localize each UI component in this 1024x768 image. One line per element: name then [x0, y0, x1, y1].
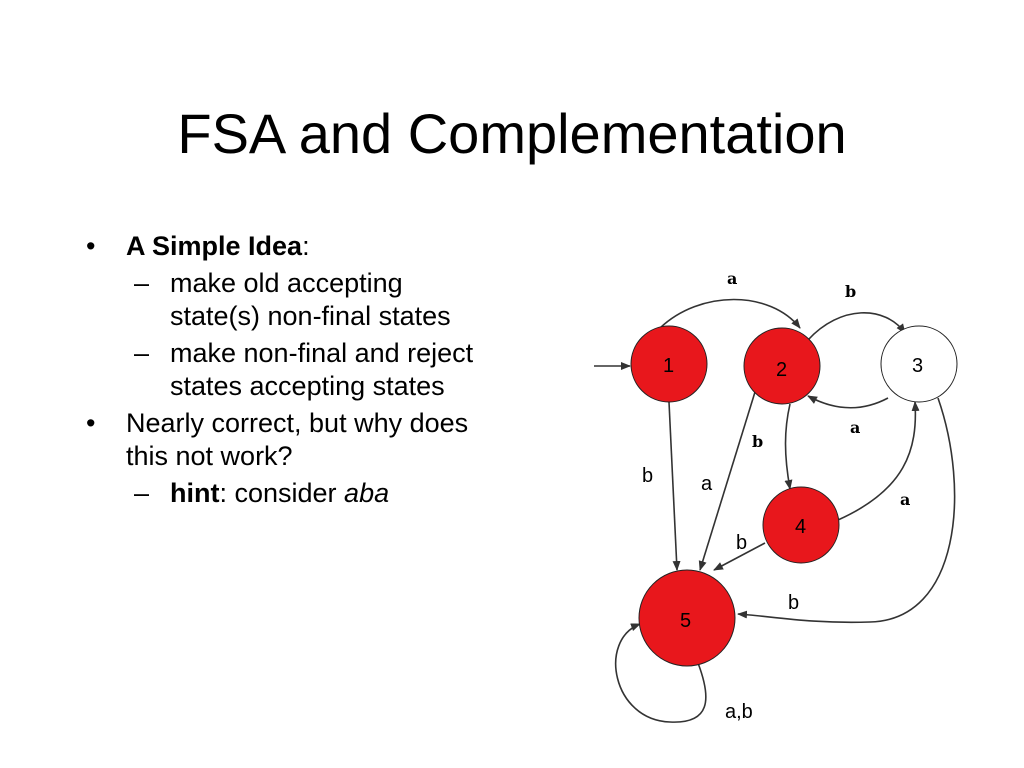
state-4-circle — [762, 486, 840, 564]
edge-1-5 — [668, 401, 681, 571]
edge-4-5 — [713, 542, 766, 571]
bullet-text: Nearly correct, but why does this not wo… — [126, 408, 469, 471]
edge-label-2-5: a — [701, 473, 713, 495]
bullet-heading: A Simple Idea — [126, 231, 303, 261]
state-3-circle — [880, 325, 958, 403]
hint-text: : consider — [219, 478, 345, 508]
sub-bullet-text: make non-final and reject states accepti… — [170, 338, 474, 401]
edge-3-2 — [807, 395, 889, 409]
sub-bullet-hint: – hint: consider aba — [84, 477, 494, 510]
state-2-circle — [743, 327, 821, 405]
sub-bullet-text: make old accepting state(s) non-final st… — [170, 268, 451, 331]
dash-marker: – — [134, 338, 150, 368]
edge-label-4-5: b — [736, 532, 747, 554]
dash-marker: – — [134, 478, 150, 508]
edge-1-2 — [659, 298, 801, 329]
edge-label-4-3: a — [900, 490, 910, 509]
state-5-circle — [638, 569, 736, 667]
edge-5-5 — [615, 623, 707, 723]
edge-2-3 — [807, 312, 906, 341]
bullet-marker: • — [86, 231, 96, 261]
edge-label-2-4: b — [752, 432, 763, 451]
sub-bullet-accepting: – make old accepting state(s) non-final … — [84, 267, 494, 333]
state-2-label: 2 — [776, 359, 787, 381]
bullet-list: • A Simple Idea: – make old accepting st… — [84, 230, 494, 514]
edge-2-4 — [784, 403, 793, 490]
edge-2-5 — [698, 391, 756, 571]
edge-label-2-3: b — [845, 282, 856, 301]
state-1-label: 1 — [663, 355, 674, 377]
hint-string: aba — [344, 478, 390, 508]
bullet-heading-colon: : — [302, 231, 310, 261]
state-5-label: 5 — [680, 610, 691, 632]
state-1-circle — [630, 325, 708, 403]
edge-label-1-2: a — [727, 269, 737, 288]
edge-label-3-5: b — [788, 592, 799, 614]
state-4-label: 4 — [795, 516, 806, 538]
bullet-marker: • — [86, 408, 96, 438]
edge-label-1-5: b — [642, 465, 653, 487]
dash-marker: – — [134, 268, 150, 298]
slide-title: FSA and Complementation — [177, 102, 847, 165]
hint-label: hint — [170, 478, 220, 508]
sub-bullet-nonfinal: – make non-final and reject states accep… — [84, 337, 494, 403]
edge-label-3-2: a — [850, 418, 860, 437]
edge-3-5 — [737, 397, 956, 624]
edge-4-3 — [837, 401, 920, 521]
bullet-nearly-correct: • Nearly correct, but why does this not … — [84, 407, 494, 473]
bullet-simple-idea: • A Simple Idea: — [84, 230, 494, 263]
edge-label-5-5: a,b — [725, 701, 753, 723]
state-3-label: 3 — [912, 355, 923, 377]
